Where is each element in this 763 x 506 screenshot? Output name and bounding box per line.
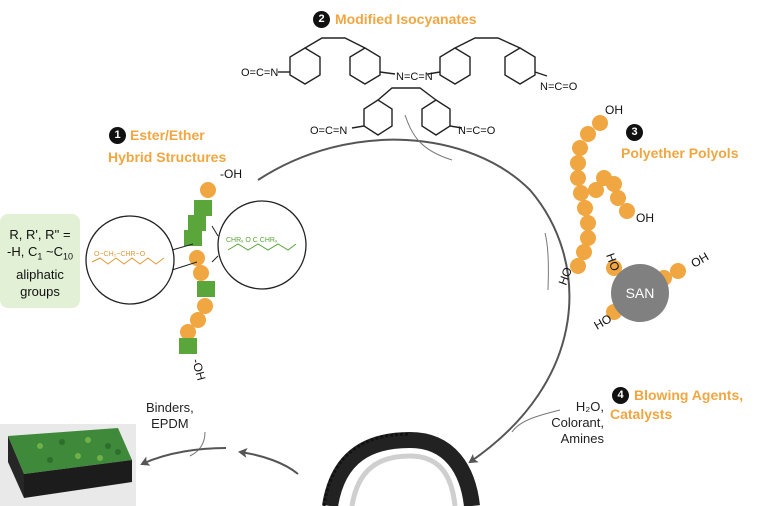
chain-bottom-oh-label: -OH xyxy=(189,357,208,382)
isocyanate-structure-top xyxy=(278,37,548,85)
rubber-tile-image xyxy=(0,424,136,506)
cycle-arrow xyxy=(257,138,571,464)
step-2-title: Modified Isocyanates xyxy=(335,11,477,27)
substituent-note: R, R', R'' = -H, C1 ~C10 aliphatic group… xyxy=(0,214,80,308)
note-line-4: groups xyxy=(20,283,60,299)
step-1-title-line2: Hybrid Structures xyxy=(108,149,227,165)
ester-segment-formula: CHRₓ O C CHRₓ xyxy=(226,237,278,244)
ether-zoom-circle xyxy=(85,215,198,305)
ester-zoom-circle xyxy=(211,200,307,290)
note-sub-2: 10 xyxy=(62,251,73,262)
polyol-oh-top: OH xyxy=(605,103,623,117)
san-ho-top: HO xyxy=(603,251,622,273)
note-line-2-start: -H, C xyxy=(7,244,38,259)
chain-top-oh-label: -OH xyxy=(220,167,242,181)
carbodiimide-label: N=C=N xyxy=(396,71,433,83)
additives-line-1: H₂O, xyxy=(575,399,604,414)
binder-to-product-arrow xyxy=(140,447,227,466)
additives-line-3: Amines xyxy=(560,431,604,446)
binders-line-1: Binders, xyxy=(146,400,194,415)
note-line-1: R, R', R'' = xyxy=(9,227,71,242)
step-4-title-line1: Blowing Agents, xyxy=(634,387,744,403)
step-1-badge: 1 xyxy=(109,127,126,144)
tire-image xyxy=(322,431,480,506)
polyether-polyol-chains xyxy=(570,115,686,320)
step-4-badge: 4 xyxy=(612,387,629,404)
isocyanate-structure-bottom xyxy=(351,87,463,136)
step-2-badge: 2 xyxy=(313,11,330,28)
polyol-ho-bottom: HO xyxy=(556,265,575,287)
hybrid-polymer-chain xyxy=(179,182,216,354)
polyol-oh-branch: OH xyxy=(636,211,654,225)
note-line-2: -H, C1 ~C10 xyxy=(0,243,80,266)
step-4-title-line2: Catalysts xyxy=(610,406,673,422)
isocyanate-top-left-label: O=C=N xyxy=(241,67,278,79)
additives-line-2: Colorant, xyxy=(551,415,604,430)
isocyanate-top-right-label: N=C=O xyxy=(540,81,578,93)
isocyanate-bottom-right-label: N=C=O xyxy=(458,125,496,137)
isocyanate-connector xyxy=(404,114,453,161)
ether-segment-formula: O~CH₂~CHR~O xyxy=(94,251,146,258)
polyol-connector xyxy=(544,232,549,291)
binders-line-2: EPDM xyxy=(151,416,189,431)
step-3-badge: 3 xyxy=(626,124,643,141)
san-label: SAN xyxy=(626,285,655,301)
san-particle xyxy=(611,264,669,322)
tire-to-binder-arrow xyxy=(238,447,299,475)
binders-label: Binders, EPDM xyxy=(146,400,194,432)
step-1-title-line1: Ester/Ether xyxy=(130,127,205,143)
step-3-title: Polyether Polyols xyxy=(621,145,739,161)
note-line-3: aliphatic xyxy=(16,266,64,282)
isocyanate-bottom-left-label: O=C=N xyxy=(310,125,347,137)
note-line-2-mid: ~C xyxy=(42,244,63,259)
binder-connector xyxy=(189,431,206,457)
additive-connector xyxy=(511,409,561,433)
san-oh-right: OH xyxy=(689,249,712,270)
note-sub-1: 1 xyxy=(37,251,43,262)
additives-label: H₂O, Colorant, Amines xyxy=(548,399,604,447)
